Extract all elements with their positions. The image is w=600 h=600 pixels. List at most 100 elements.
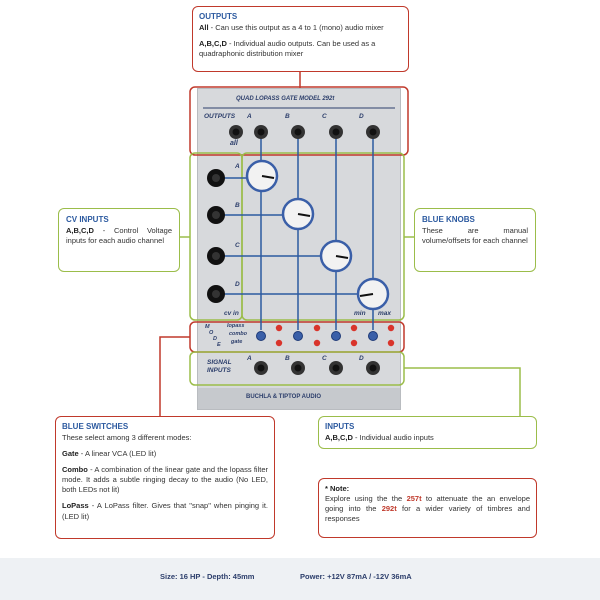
led-a-top bbox=[275, 324, 283, 332]
inputs-abcd-text: - Individual audio inputs bbox=[352, 432, 434, 442]
output-jack-all[interactable] bbox=[229, 125, 243, 139]
outputs-panel-label: OUTPUTS bbox=[204, 113, 236, 120]
cv-jack-b[interactable] bbox=[207, 206, 225, 224]
led-c-bottom bbox=[350, 339, 358, 347]
output-jack-d[interactable] bbox=[366, 125, 380, 139]
inputs-connector bbox=[404, 367, 521, 416]
mode-switch-a[interactable] bbox=[256, 331, 266, 341]
led-b-bottom bbox=[313, 339, 321, 347]
all-panel-label: all bbox=[230, 140, 238, 147]
min-label: min bbox=[354, 310, 366, 317]
inputs-panel-label: INPUTS bbox=[207, 367, 231, 374]
cv-jack-c[interactable] bbox=[207, 247, 225, 265]
outputs-callout: OUTPUTS All - Can use this output as a 4… bbox=[192, 6, 409, 72]
signal-input-jack-a[interactable] bbox=[254, 361, 268, 375]
gate-text: - A linear VCA (LED lit) bbox=[78, 448, 157, 458]
note-text-2: to attenuate the an envelope going into … bbox=[325, 494, 530, 514]
signal-input-jack-b[interactable] bbox=[291, 361, 305, 375]
outputs-all-label: All bbox=[199, 22, 209, 32]
mode-letter-e: E bbox=[217, 342, 221, 348]
switches-callout-title: BLUE SWITCHES bbox=[62, 422, 129, 431]
led-d-bottom bbox=[387, 339, 395, 347]
led-a-bottom bbox=[275, 339, 283, 347]
mode-lopass-label: lopass bbox=[227, 323, 245, 329]
mode-switch-b[interactable] bbox=[293, 331, 303, 341]
brand-strip bbox=[198, 388, 400, 409]
in-label-c: C bbox=[322, 355, 327, 362]
out-label-b: B bbox=[285, 113, 290, 120]
outputs-abcd-text: - Individual audio outputs. Can be used … bbox=[199, 38, 376, 59]
brand-label: BUCHLA & TIPTOP AUDIO bbox=[246, 394, 322, 400]
outputs-all-text: - Can use this output as a 4 to 1 (mono)… bbox=[208, 22, 384, 32]
lopass-text: - A LoPass filter. Gives that "snap" whe… bbox=[62, 501, 268, 521]
cv-label-a: A bbox=[235, 163, 240, 170]
cv-label-d: D bbox=[235, 281, 240, 288]
in-label-a: A bbox=[247, 355, 252, 362]
led-c-top bbox=[350, 324, 358, 332]
cv-jack-d[interactable] bbox=[207, 285, 225, 303]
mode-letter-o: O bbox=[209, 330, 214, 336]
out-label-a: A bbox=[247, 113, 252, 120]
knobs-callout-text: These are manual volume/offsets for each… bbox=[422, 225, 528, 245]
module-panel bbox=[197, 88, 401, 410]
knob-a[interactable] bbox=[245, 159, 279, 193]
inputs-callout: INPUTS A,B,C,D - Individual audio inputs bbox=[318, 416, 537, 449]
out-label-d: D bbox=[359, 113, 364, 120]
knob-b[interactable] bbox=[281, 197, 315, 231]
mode-switch-c[interactable] bbox=[331, 331, 341, 341]
mode-letter-m: M bbox=[205, 324, 210, 330]
signal-label: SIGNAL bbox=[207, 359, 232, 366]
note-module-292t: 292t bbox=[381, 504, 397, 514]
inputs-callout-title: INPUTS bbox=[325, 422, 355, 431]
cv-jack-a[interactable] bbox=[207, 169, 225, 187]
cv-label-b: B bbox=[235, 202, 240, 209]
switches-intro: These select among 3 different modes: bbox=[62, 432, 192, 442]
in-label-d: D bbox=[359, 355, 364, 362]
gate-label: Gate bbox=[62, 448, 79, 458]
output-jack-c[interactable] bbox=[329, 125, 343, 139]
note-callout: * Note: Explore using the the 257t to at… bbox=[318, 478, 537, 538]
knob-c[interactable] bbox=[319, 239, 353, 273]
footer-size: Size: 16 HP - Depth: 45mm bbox=[160, 572, 255, 581]
led-d-top bbox=[387, 324, 395, 332]
blue-switches-callout: BLUE SWITCHES These select among 3 diffe… bbox=[55, 416, 275, 539]
mode-gate-label: gate bbox=[231, 339, 243, 345]
cv-in-label: cv in bbox=[224, 310, 239, 317]
mode-combo-label: combo bbox=[229, 331, 248, 337]
signal-input-jack-d[interactable] bbox=[366, 361, 380, 375]
led-b-top bbox=[313, 324, 321, 332]
combo-label: Combo bbox=[62, 465, 88, 475]
signal-input-jack-c[interactable] bbox=[329, 361, 343, 375]
footer-bar bbox=[0, 558, 600, 600]
note-title: * Note: bbox=[325, 484, 350, 493]
cv-abcd-text: - Control Voltage inputs for each audio … bbox=[66, 225, 172, 245]
knob-d[interactable] bbox=[356, 277, 390, 311]
knobs-region bbox=[241, 152, 405, 321]
cv-abcd-label: A,B,C,D bbox=[66, 225, 94, 235]
knobs-callout-title: BLUE KNOBS bbox=[422, 215, 475, 224]
inputs-abcd-label: A,B,C,D bbox=[325, 432, 353, 442]
footer-power: Power: +12V 87mA / -12V 36mA bbox=[300, 572, 412, 581]
outputs-callout-title: OUTPUTS bbox=[199, 12, 238, 21]
max-label: max bbox=[378, 310, 392, 317]
cv-label-c: C bbox=[235, 242, 240, 249]
mode-letter-d: D bbox=[213, 336, 217, 342]
output-jack-a[interactable] bbox=[254, 125, 268, 139]
lopass-label: LoPass bbox=[62, 501, 89, 511]
note-module-257t: 257t bbox=[406, 494, 422, 504]
mode-switch-d[interactable] bbox=[368, 331, 378, 341]
note-text-3: for a wider variety of timbres and respo… bbox=[325, 504, 530, 524]
switches-connector bbox=[159, 336, 190, 416]
inputs-region bbox=[189, 351, 405, 386]
outputs-region bbox=[189, 86, 409, 156]
output-jack-b[interactable] bbox=[291, 125, 305, 139]
module-title: QUAD LOPASS GATE MODEL 292t bbox=[236, 96, 335, 102]
blue-knobs-callout: BLUE KNOBS These are manual volume/offse… bbox=[414, 208, 536, 272]
cv-inputs-callout: CV INPUTS A,B,C,D - Control Voltage inpu… bbox=[58, 208, 180, 272]
cv-callout-title: CV INPUTS bbox=[66, 215, 109, 224]
in-label-b: B bbox=[285, 355, 290, 362]
combo-text: - A combination of the linear gate and t… bbox=[62, 465, 268, 495]
note-text-1: Explore using the the bbox=[325, 494, 407, 504]
